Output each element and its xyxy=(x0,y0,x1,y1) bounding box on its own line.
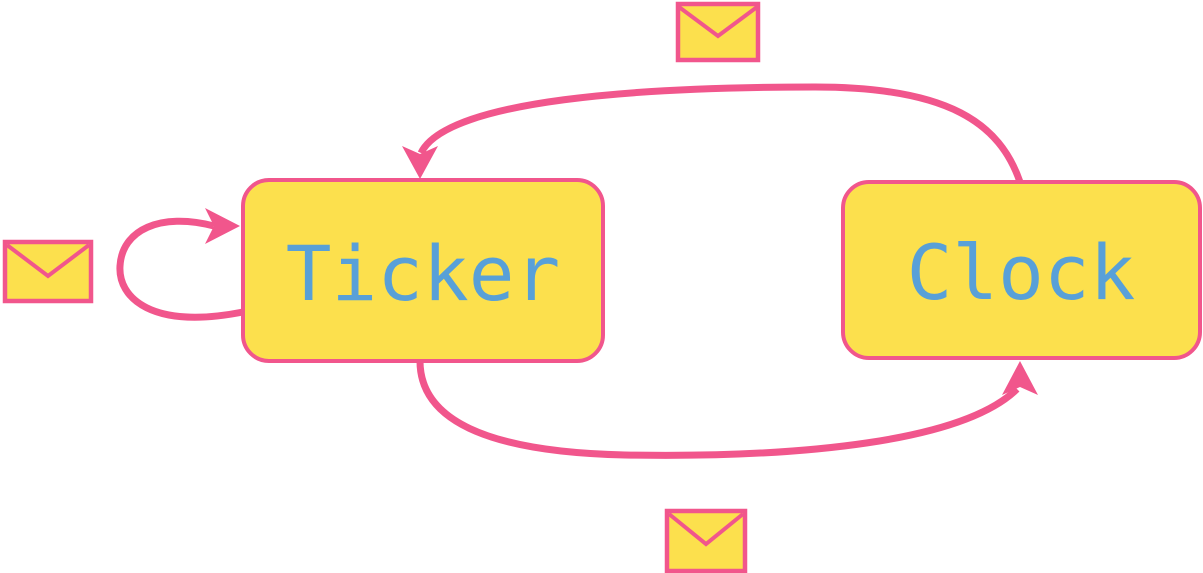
edge-clock-to-ticker-path xyxy=(417,83,1024,184)
node-clock: Clock xyxy=(841,180,1202,360)
envelope-body xyxy=(675,1,761,63)
edge-ticker-self-loop xyxy=(116,208,244,321)
edge-ticker-self-loop-path xyxy=(116,217,244,321)
edge-clock-to-ticker xyxy=(402,83,1024,184)
node-ticker-label: Ticker xyxy=(286,229,561,318)
node-clock-box xyxy=(841,180,1202,360)
edge-ticker-to-clock-path xyxy=(416,360,1020,459)
envelope-icon-left xyxy=(2,239,94,304)
node-ticker-box xyxy=(241,178,605,363)
envelope-flap xyxy=(677,5,759,39)
edge-ticker-to-clock xyxy=(416,360,1038,459)
node-clock-label: Clock xyxy=(907,228,1136,317)
envelope-flap xyxy=(667,512,745,547)
node-ticker: Ticker xyxy=(241,178,605,363)
envelope-flap xyxy=(5,243,91,279)
arrowhead-into-clock-bottom xyxy=(1002,361,1038,395)
arrowhead-into-ticker-left xyxy=(205,208,240,244)
envelope-icon-top xyxy=(675,1,761,63)
envelope-icon-bottom xyxy=(664,508,748,573)
arrowhead-into-ticker-top xyxy=(402,146,438,179)
